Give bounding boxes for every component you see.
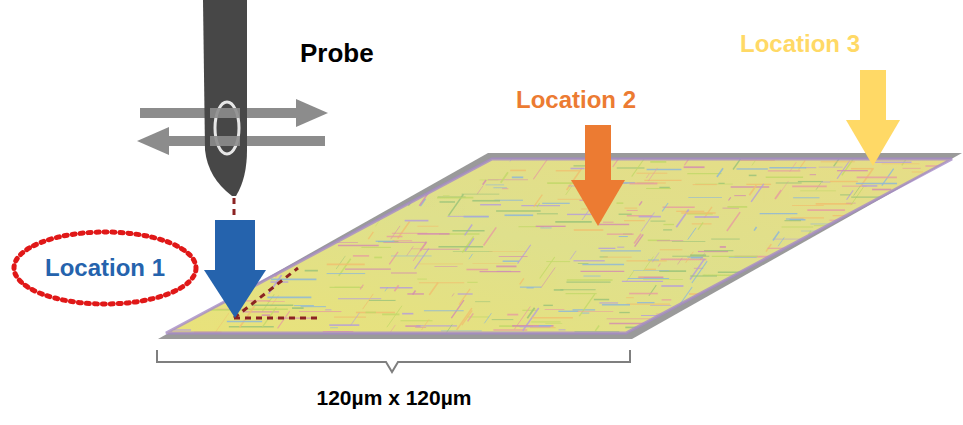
dimension-label: 120µm x 120µm (317, 386, 472, 409)
location-label: Location 2 (516, 86, 636, 113)
location-label: Location 3 (740, 30, 860, 57)
label-box: 120µm x 120µm (317, 386, 472, 410)
chip-border (158, 153, 962, 339)
label-box: Location 2 (516, 86, 636, 114)
location-label: Location 1 (45, 254, 165, 282)
dimension-bracket (157, 350, 630, 372)
label-box: Probe (300, 38, 374, 69)
probe-label: Probe (300, 38, 374, 68)
location-ellipse: Location 1 (11, 229, 199, 307)
location-3-arrow (846, 70, 900, 166)
chip-ring (166, 159, 952, 333)
motion-arrows-front (210, 108, 240, 146)
location-1-arrow (204, 220, 266, 318)
label-box: Location 3 (740, 30, 860, 58)
chip-texture (174, 144, 963, 333)
location-2-arrow (571, 125, 625, 226)
probe-needle (203, 0, 247, 196)
chip-die (166, 159, 952, 333)
